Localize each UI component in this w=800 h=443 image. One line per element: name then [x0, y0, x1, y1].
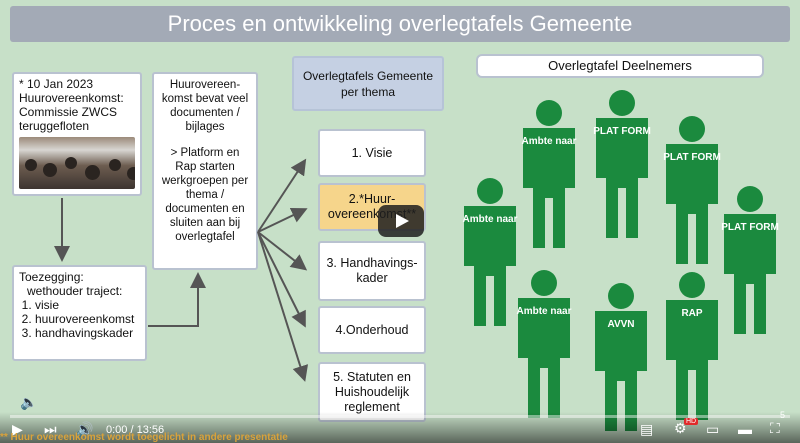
miniplayer-icon[interactable]: ▭: [706, 421, 720, 437]
arrow-up: [148, 272, 206, 327]
arrow-theme-3: [257, 231, 308, 271]
settings-gear-icon[interactable]: ⚙: [674, 420, 687, 436]
page-number: 5: [780, 410, 786, 420]
person-label: RAP: [681, 308, 703, 319]
person-label: PLAT FORM: [593, 126, 651, 137]
arrow-theme-4: [257, 231, 306, 328]
progress-bar[interactable]: [10, 415, 790, 418]
deelnemers-title: Overlegtafel Deelnemers: [476, 54, 764, 78]
next-button[interactable]: ⏭: [44, 421, 57, 437]
toezegging-item: handhavingskader: [35, 326, 140, 340]
person-label: Ambte naar: [521, 136, 577, 147]
theme-onderhoud: 4.Onderhoud: [318, 306, 426, 354]
subtitles-icon[interactable]: ▤: [640, 421, 654, 437]
toezegging-subheading: wethouder traject:: [27, 284, 123, 298]
person-label: PLAT FORM: [663, 152, 721, 163]
arrow-theme-5: [257, 231, 309, 382]
speaker-icon-overlay: 🔈: [20, 394, 38, 410]
slide-title: Proces en ontwikkeling overlegtafels Gem…: [10, 6, 790, 42]
play-button[interactable]: ▶: [12, 421, 23, 437]
huur-text-2: > Platform en Rap starten werkgroepen pe…: [161, 147, 249, 243]
person-label: Ambte naar: [516, 306, 572, 317]
footnote: ** Huur overeenkomst wordt toegelicht in…: [0, 432, 288, 443]
time-display: 0:00 / 13:56: [106, 424, 165, 436]
date-box-line: teruggefloten: [19, 119, 90, 133]
date-line: * 10 Jan 2023: [19, 77, 94, 91]
toezegging-box: Toezegging: wethouder traject: visie huu…: [12, 265, 147, 361]
date-box-line: Huurovereenkomst:: [19, 91, 124, 105]
toezegging-item: visie: [35, 298, 140, 312]
meeting-photo: [19, 137, 135, 189]
overlegtafels-header: Overlegtafels Gemeente per thema: [292, 56, 444, 111]
toezegging-heading: Toezegging:: [19, 270, 84, 284]
toezegging-item: huurovereenkomst: [35, 312, 140, 326]
fullscreen-icon[interactable]: ⛶: [770, 420, 780, 436]
video-player-controls: [0, 412, 800, 443]
date-box-line: Commissie ZWCS: [19, 105, 117, 119]
hd-badge: HD: [684, 418, 699, 425]
theme-visie: 1. Visie: [318, 129, 426, 177]
huurovereenkomst-box: Huurovereen-komst bevat veel documenten …: [152, 72, 258, 270]
person-label: Ambte naar: [462, 214, 518, 225]
theater-mode-icon[interactable]: ▬: [738, 421, 752, 437]
arrow-theme-2: [257, 207, 308, 233]
huur-text-1: Huurovereen-komst bevat veel documenten …: [161, 79, 249, 133]
theme-handhavingskader: 3. Handhavings-kader: [318, 241, 426, 301]
person-label: PLAT FORM: [721, 222, 779, 233]
volume-icon[interactable]: 🔊: [76, 421, 94, 437]
arrow-theme-1: [257, 158, 307, 233]
person-label: AVVN: [607, 319, 635, 330]
play-overlay-button[interactable]: [378, 205, 424, 237]
toezegging-list: visie huurovereenkomst handhavingskader: [19, 298, 140, 340]
date-box: * 10 Jan 2023 Huurovereenkomst: Commissi…: [12, 72, 142, 196]
